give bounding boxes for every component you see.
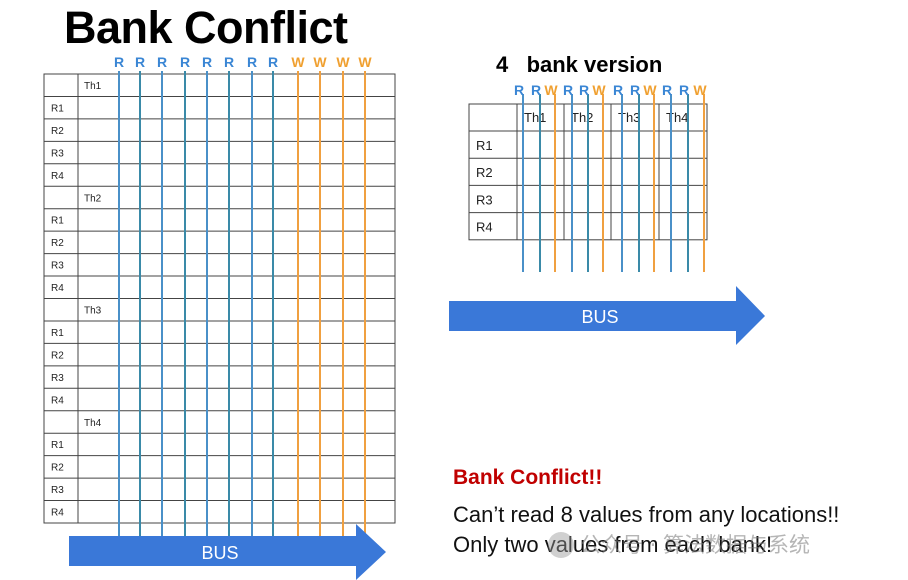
watermark-text: 公众号 · 算法数据与系统 xyxy=(580,533,811,557)
read-label: R xyxy=(613,82,623,98)
left-row-label: R2 xyxy=(51,463,64,474)
left-group-label: Th3 xyxy=(84,306,102,317)
read-label: R xyxy=(531,82,541,98)
left-row-label: R1 xyxy=(51,103,64,114)
note-line-2: Only two values from each bank! xyxy=(453,532,773,557)
left-group-label: Th1 xyxy=(84,81,102,92)
read-label: R xyxy=(135,54,145,70)
note-line-1: Can’t read 8 values from any locations!! xyxy=(453,502,840,527)
conflict-heading: Bank Conflict!! xyxy=(453,466,603,489)
left-row-label: R4 xyxy=(51,395,64,406)
write-label: W xyxy=(313,54,327,70)
read-label: R xyxy=(224,54,234,70)
read-label: R xyxy=(563,82,573,98)
wechat-icon xyxy=(548,532,574,558)
right-row-label: R4 xyxy=(476,220,493,235)
right-header-label: Th4 xyxy=(666,110,688,125)
left-row-label: R2 xyxy=(51,350,64,361)
left-group-label: Th4 xyxy=(84,418,102,429)
left-row-label: R2 xyxy=(51,238,64,249)
left-row-label: R3 xyxy=(51,373,64,384)
read-label: R xyxy=(268,54,278,70)
bus-label: BUS xyxy=(581,307,618,327)
watermark: 公众号 · 算法数据与系统 xyxy=(548,532,810,558)
left-group-label: Th2 xyxy=(84,193,102,204)
right-header-label: Th3 xyxy=(618,110,640,125)
write-label: W xyxy=(544,82,558,98)
left-row-label: R4 xyxy=(51,171,64,182)
write-label: W xyxy=(291,54,305,70)
read-label: R xyxy=(514,82,524,98)
read-label: R xyxy=(247,54,257,70)
left-row-label: R2 xyxy=(51,126,64,137)
left-row-label: R1 xyxy=(51,328,64,339)
write-label: W xyxy=(643,82,657,98)
page-title: Bank Conflict xyxy=(64,2,348,53)
read-label: R xyxy=(202,54,212,70)
read-label: R xyxy=(630,82,640,98)
left-row-label: R4 xyxy=(51,508,64,519)
right-header-label: Th1 xyxy=(524,110,546,125)
left-row-label: R3 xyxy=(51,148,64,159)
read-label: R xyxy=(679,82,689,98)
write-label: W xyxy=(592,82,606,98)
write-label: W xyxy=(336,54,350,70)
left-row-label: R1 xyxy=(51,440,64,451)
read-label: R xyxy=(114,54,124,70)
read-label: R xyxy=(157,54,167,70)
bus-label: BUS xyxy=(201,543,238,563)
left-register-table: Th1R1R2R3R4Th2R1R2R3R4Th3R1R2R3R4Th4R1R2… xyxy=(43,73,396,524)
left-row-label: R4 xyxy=(51,283,64,294)
left-bus-arrow: BUS xyxy=(69,524,386,580)
left-row-label: R3 xyxy=(51,485,64,496)
write-label: W xyxy=(693,82,707,98)
write-label: W xyxy=(358,54,372,70)
subtitle: 4 bank version xyxy=(496,52,663,77)
read-label: R xyxy=(579,82,589,98)
bus-arrow-shape xyxy=(69,524,386,580)
right-row-label: R1 xyxy=(476,138,493,153)
bus-arrow-shape xyxy=(449,286,765,345)
right-bus-arrow: BUS xyxy=(449,286,765,345)
left-row-label: R3 xyxy=(51,261,64,272)
left-row-label: R1 xyxy=(51,216,64,227)
right-row-label: R3 xyxy=(476,192,493,207)
read-label: R xyxy=(180,54,190,70)
right-header-label: Th2 xyxy=(571,110,593,125)
read-label: R xyxy=(662,82,672,98)
right-row-label: R2 xyxy=(476,165,493,180)
